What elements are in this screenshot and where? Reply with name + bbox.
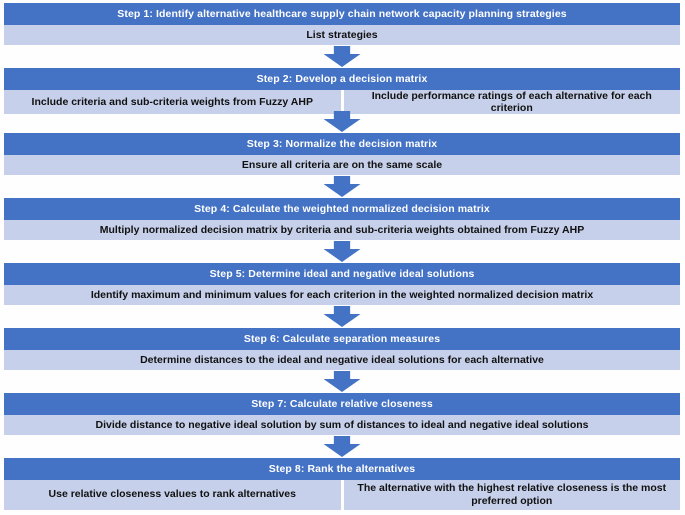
step-3-title: Step 3: Normalize the decision matrix — [4, 133, 680, 155]
step-3-detail: Ensure all criteria are on the same scal… — [4, 155, 680, 175]
arrow-gap — [4, 110, 680, 133]
step-1-title: Step 1: Identify alternative healthcare … — [4, 3, 680, 25]
step-6-title: Step 6: Calculate separation measures — [4, 328, 680, 350]
arrow-gap — [4, 45, 680, 68]
down-arrow-icon — [323, 46, 361, 67]
down-arrow-icon — [323, 176, 361, 197]
step-1-detail: List strategies — [4, 25, 680, 45]
step-5-detail: Identify maximum and minimum values for … — [4, 285, 680, 305]
arrow-gap — [4, 435, 680, 458]
down-arrow-icon — [323, 241, 361, 262]
arrow-gap — [4, 305, 680, 328]
step-8-title: Step 8: Rank the alternatives — [4, 458, 680, 480]
step-2-detail-left: Include criteria and sub-criteria weight… — [4, 90, 341, 114]
step-2-detail-right: Include performance ratings of each alte… — [343, 90, 680, 114]
down-arrow-icon — [323, 111, 361, 132]
down-arrow-icon — [323, 371, 361, 392]
arrow-gap — [4, 240, 680, 263]
step-4-title: Step 4: Calculate the weighted normalize… — [4, 198, 680, 220]
step-7-detail: Divide distance to negative ideal soluti… — [4, 415, 680, 435]
step-6-detail: Determine distances to the ideal and neg… — [4, 350, 680, 370]
step-2-title: Step 2: Develop a decision matrix — [4, 68, 680, 90]
down-arrow-icon — [323, 436, 361, 457]
down-arrow-icon — [323, 306, 361, 327]
arrow-gap — [4, 175, 680, 198]
step-8-detail-left: Use relative closeness values to rank al… — [4, 480, 341, 510]
arrow-gap — [4, 370, 680, 393]
step-8-details: Use relative closeness values to rank al… — [4, 480, 680, 510]
step-4-detail: Multiply normalized decision matrix by c… — [4, 220, 680, 240]
step-8-detail-right: The alternative with the highest relativ… — [343, 480, 680, 510]
step-2-details: Include criteria and sub-criteria weight… — [4, 90, 680, 114]
step-5-title: Step 5: Determine ideal and negative ide… — [4, 263, 680, 285]
step-7-title: Step 7: Calculate relative closeness — [4, 393, 680, 415]
